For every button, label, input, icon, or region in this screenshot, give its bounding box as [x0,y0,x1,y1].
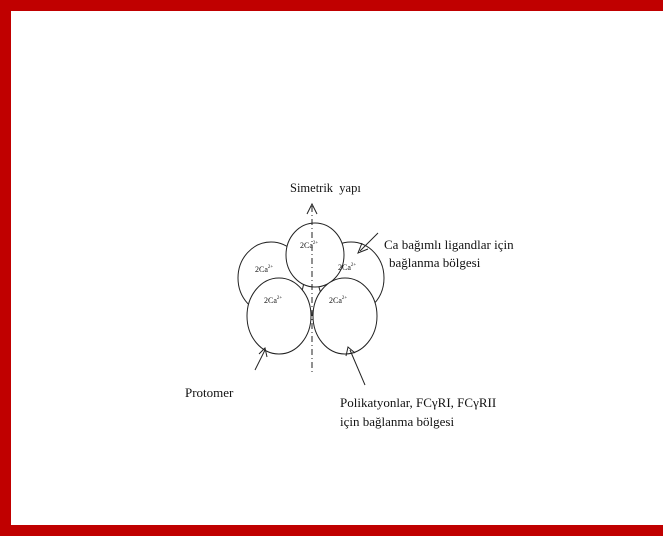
polycation-arrow-line [350,350,365,385]
protomer-label: Protomer [185,385,234,400]
ca-site-label-line2: bağlanma bölgesi [389,255,481,270]
symmetry-axis-label: Simetrik yapı [290,181,361,195]
polycation-label-line1: Polikatyonlar, FCγRI, FCγRII [340,395,496,410]
subunit-lower-left [247,278,311,354]
ca-site-label-line1: Ca bağımlı ligandlar için [384,237,514,252]
protomer-arrowhead [259,348,267,357]
polycation-label-line2: için bağlanma bölgesi [340,414,454,429]
subunit-lower-right [313,278,377,354]
subunit-top [286,223,344,287]
